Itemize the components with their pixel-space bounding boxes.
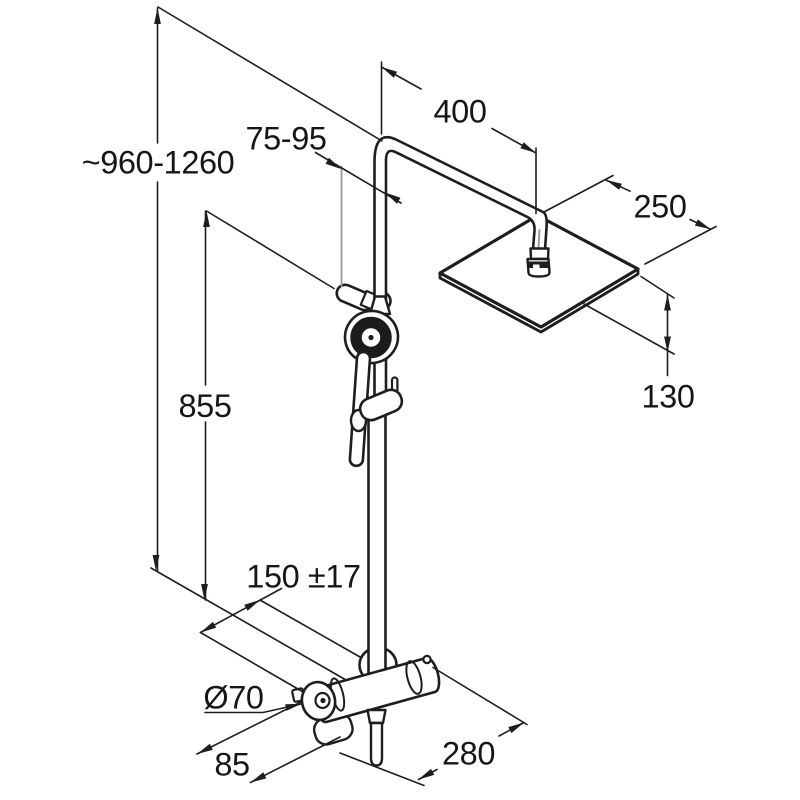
knob-center-dot — [320, 697, 326, 704]
arrow-height-top — [154, 8, 161, 24]
arrow-arm-left — [381, 67, 398, 78]
ext-rail-top — [205, 210, 335, 290]
ext-head-drop-2 — [583, 303, 675, 355]
label-head-width: 250 — [633, 189, 686, 225]
ext-head-drop-1 — [640, 275, 675, 299]
ext-inlet-right — [259, 599, 361, 658]
arrow-arm-right — [520, 142, 536, 153]
connector-highlight — [533, 264, 540, 269]
arrow-mixer-left — [418, 768, 435, 780]
mixer-stop-button — [422, 654, 432, 665]
label-wall-offset: 75-95 — [245, 121, 326, 157]
label-arm-length: 400 — [433, 94, 486, 130]
ext-valve-b — [249, 736, 341, 784]
arrow-mixer-right — [508, 722, 524, 734]
arrow-inlet-left — [200, 621, 217, 633]
label-height-range: ~960-1260 — [82, 145, 235, 181]
ext-head-width-2 — [644, 225, 717, 265]
arrow-rosette — [285, 703, 302, 711]
thermostatic-mixer — [291, 654, 441, 767]
ext-mixer-left — [339, 752, 425, 787]
arrow-wall-offset-left — [325, 157, 341, 169]
arrowheads — [152, 8, 711, 783]
arrow-valve-a — [197, 743, 213, 754]
ext-height-top — [157, 6, 383, 142]
arrow-wall-offset-right — [385, 192, 401, 204]
label-valve-offset: 85 — [214, 747, 249, 783]
label-mixer-width: 280 — [442, 736, 495, 772]
ext-mixer-right — [432, 666, 528, 726]
label-rosette-diameter: Ø70 — [203, 680, 263, 716]
mixer-cap-seam — [405, 660, 423, 695]
arrow-valve-b — [250, 772, 267, 783]
ext-baseline — [150, 567, 347, 681]
ext-head-width-1 — [542, 174, 614, 214]
arrow-head-drop-bottom — [664, 336, 671, 353]
ext-inlet-left — [199, 631, 305, 694]
hose-outlet — [369, 721, 384, 767]
arrow-height-bottom — [152, 555, 160, 571]
hand-shower-swivel — [368, 295, 392, 316]
head-connector — [526, 247, 551, 278]
pipe-reflection — [537, 229, 541, 249]
label-head-drop: 130 — [641, 379, 694, 415]
arrow-head-width-left — [606, 180, 622, 190]
dimension-labels: ~960-1260 75-95 400 250 130 855 150 ±17 … — [82, 94, 695, 783]
connector-collar — [529, 247, 550, 261]
arrow-rail-top — [203, 211, 210, 227]
label-inlet-spacing: 150 ±17 — [246, 559, 360, 595]
label-rail-length: 855 — [178, 388, 231, 424]
arrow-inlet-right — [244, 600, 260, 611]
holder-body — [358, 388, 404, 422]
shower-rail — [367, 406, 387, 682]
extension-lines — [150, 6, 717, 787]
arrow-head-width-right — [694, 219, 711, 230]
hose-nut — [366, 708, 387, 725]
spray-face-ring — [350, 316, 392, 359]
ext-valve-a — [196, 701, 302, 755]
spray-face-center — [368, 334, 374, 341]
arrow-head-drop-top — [664, 294, 671, 311]
slider-holder — [349, 376, 404, 433]
arrow-rail-bottom — [201, 584, 208, 600]
